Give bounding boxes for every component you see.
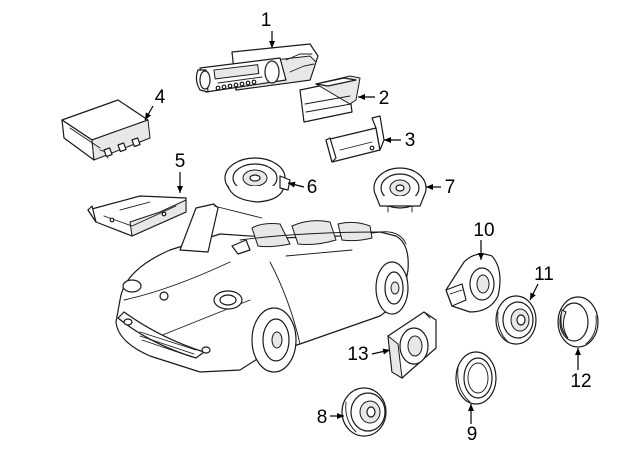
callout-4-arrow — [144, 105, 154, 121]
callout-12-label: 12 — [570, 371, 591, 392]
control-module[interactable] — [61, 99, 151, 161]
amplifier-tray[interactable] — [87, 195, 187, 237]
callout-13-label: 13 — [347, 344, 368, 365]
speaker-ring[interactable] — [455, 351, 497, 405]
callout-5[interactable]: 5 — [175, 151, 186, 193]
callout-10[interactable]: 10 — [473, 220, 495, 260]
callout-13-arrow — [371, 348, 391, 355]
callout-12[interactable]: 12 — [570, 348, 592, 392]
callout-11-label: 11 — [534, 264, 554, 285]
amplifier-module[interactable] — [299, 75, 361, 123]
callout-9-label: 9 — [467, 424, 478, 445]
convertible-car — [115, 203, 409, 373]
callout-11[interactable]: 11 — [529, 264, 554, 301]
mounting-bracket[interactable] — [325, 115, 385, 163]
callout-8[interactable]: 8 — [317, 407, 344, 428]
callout-9[interactable]: 9 — [467, 404, 478, 445]
callout-6[interactable]: 6 — [287, 177, 318, 198]
radio-buttons — [215, 79, 257, 91]
woofer-speaker[interactable] — [495, 295, 537, 345]
callout-2[interactable]: 2 — [358, 88, 389, 109]
front-grille — [139, 331, 197, 358]
callout-5-label: 5 — [175, 151, 186, 172]
callout-2-label: 2 — [379, 88, 390, 109]
radio-head-unit[interactable] — [195, 43, 319, 93]
callout-1[interactable]: 1 — [261, 10, 275, 48]
callout-3[interactable]: 3 — [384, 130, 415, 151]
callout-8-label: 8 — [317, 407, 328, 428]
speaker-enclosure[interactable] — [387, 311, 437, 379]
callout-6-arrow — [287, 181, 305, 188]
callout-11-arrow — [529, 283, 539, 301]
callout-1-label: 1 — [261, 10, 272, 31]
callout-4-label: 4 — [155, 87, 166, 108]
midrange-speaker[interactable] — [373, 167, 427, 213]
callout-6-label: 6 — [307, 177, 318, 198]
callout-4[interactable]: 4 — [144, 87, 166, 121]
callout-3-label: 3 — [405, 130, 416, 151]
callout-layer: 1 2 3 4 5 6 7 8 — [144, 10, 592, 445]
callout-10-label: 10 — [473, 220, 494, 241]
speaker-grille-cover[interactable] — [557, 296, 599, 348]
door-speaker-small[interactable] — [341, 387, 387, 437]
callout-7-label: 7 — [445, 177, 456, 198]
speaker-housing[interactable] — [445, 253, 501, 313]
callout-7[interactable]: 7 — [426, 177, 455, 198]
small-speaker[interactable] — [224, 157, 291, 203]
callout-13[interactable]: 13 — [347, 344, 391, 365]
